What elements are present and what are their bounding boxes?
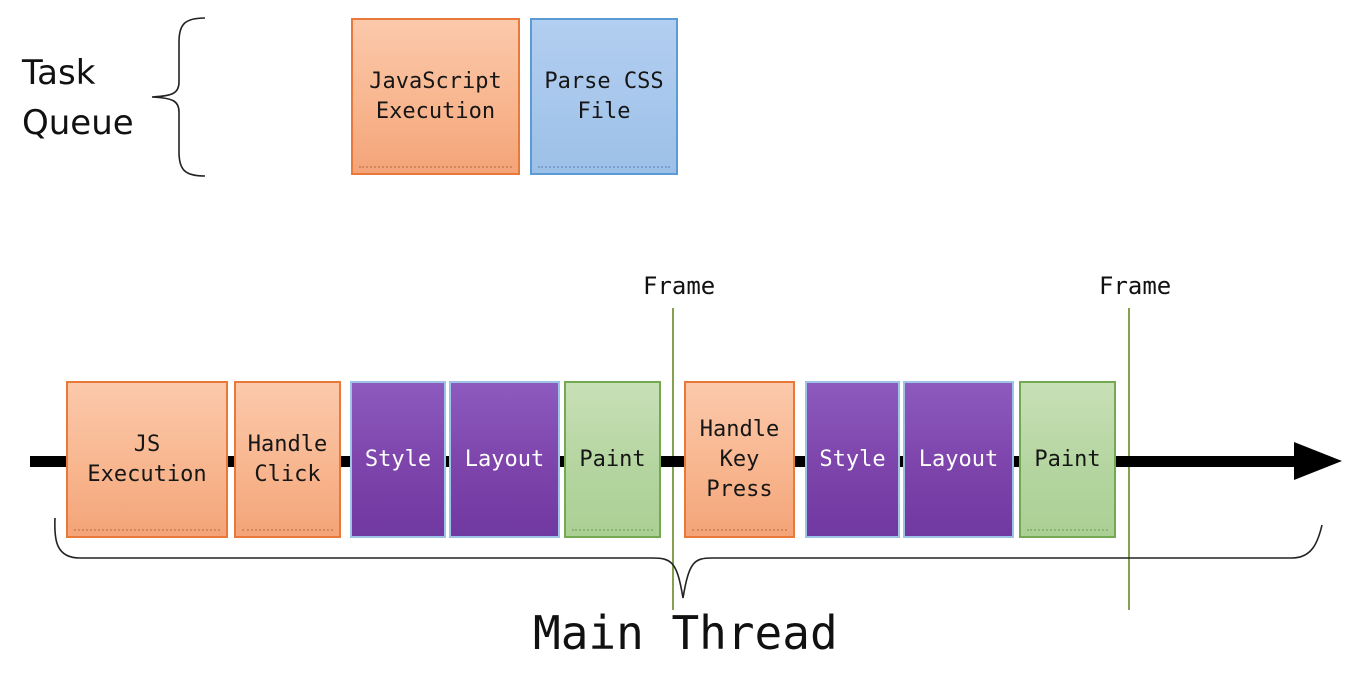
thread-box-label: JS Execution bbox=[87, 431, 207, 487]
queue-box-label: JavaScript Execution bbox=[369, 68, 502, 124]
timeline-arrow-head-icon bbox=[1294, 442, 1342, 480]
timeline-arrow-shaft bbox=[30, 456, 1302, 467]
thread-box-paint-2: Paint bbox=[1019, 381, 1116, 538]
queue-box-parse-css-file: Parse CSS File bbox=[530, 18, 678, 175]
task-queue-label: Task Queue bbox=[22, 53, 134, 143]
main-thread-label: Main Thread bbox=[533, 606, 838, 660]
thread-box-label: Paint bbox=[579, 446, 646, 472]
task-queue-brace-icon bbox=[151, 17, 206, 177]
thread-box-js-execution: JS Execution bbox=[66, 381, 228, 538]
thread-box-label: Handle Click bbox=[247, 431, 328, 487]
frame-label-1: Frame bbox=[643, 272, 716, 300]
thread-box-style-2: Style bbox=[805, 381, 900, 538]
thread-box-label: Paint bbox=[1034, 446, 1101, 472]
queue-box-label: Parse CSS File bbox=[544, 68, 664, 124]
thread-box-paint-1: Paint bbox=[564, 381, 661, 538]
thread-box-handle-key-press: Handle Key Press bbox=[684, 381, 795, 538]
thread-box-label: Style bbox=[819, 446, 886, 472]
thread-box-handle-click: Handle Click bbox=[234, 381, 341, 538]
frame-label-2: Frame bbox=[1099, 272, 1172, 300]
thread-box-layout-2: Layout bbox=[903, 381, 1014, 538]
thread-box-label: Layout bbox=[464, 446, 545, 472]
queue-box-javascript-execution: JavaScript Execution bbox=[351, 18, 520, 175]
thread-box-label: Handle Key Press bbox=[699, 416, 780, 502]
thread-box-style-1: Style bbox=[350, 381, 446, 538]
main-thread-brace-icon bbox=[54, 517, 1323, 599]
thread-box-label: Layout bbox=[918, 446, 999, 472]
thread-box-label: Style bbox=[364, 446, 432, 472]
thread-box-layout-1: Layout bbox=[449, 381, 560, 538]
